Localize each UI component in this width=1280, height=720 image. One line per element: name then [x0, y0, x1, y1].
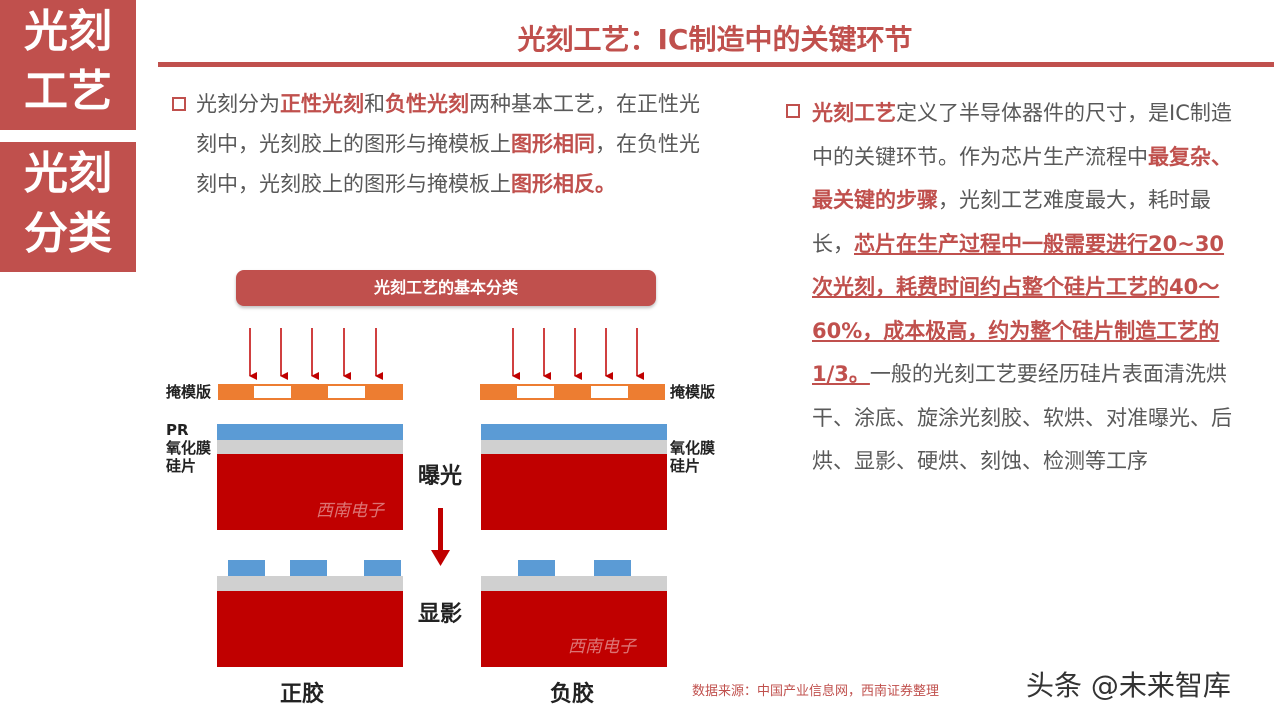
text-run: 一般的光刻工艺要经历硅片表面清洗烘干、涂底、旋涂光刻胶、软烘、对准曝光、后烘、显… [812, 362, 1232, 473]
right-wafer-stack-developed [481, 560, 667, 667]
bullet-square-icon [172, 97, 186, 111]
text-run: 光刻分为 [196, 92, 280, 116]
underlined-emphasis-run: 芯片在生产过程中一般需要进行20~30次光刻，耗费时间约占整个硅片工艺的40～6… [812, 231, 1225, 387]
right-exposure-arrows [512, 328, 644, 380]
lithography-diagram: 光刻工艺的基本分类 掩模版 掩模版 PR 氧化膜 硅片 氧化膜 硅片 曝光 显影… [150, 268, 750, 718]
bullet-square-icon [786, 104, 800, 118]
side-tag-process: 光刻 工艺 [0, 0, 136, 130]
emphasis-run: 图形相反。 [511, 172, 616, 196]
watermark-text: 西南电子 [316, 501, 384, 521]
mask-label-left: 掩模版 [166, 383, 212, 401]
left-wafer-stack-developed [217, 560, 403, 667]
emphasis-run: 光刻工艺 [812, 101, 896, 125]
emphasis-run: 正性光刻 [280, 92, 364, 116]
diagram-header: 光刻工艺的基本分类 [236, 270, 656, 306]
diagram-graphics [217, 328, 667, 667]
text-run: 和 [364, 92, 385, 116]
wafer-label-left: 硅片 [166, 457, 197, 475]
text-run: ，光刻工艺难度最大，耗时最长， [812, 188, 1211, 256]
exposure-label: 曝光 [418, 464, 463, 489]
side-tag-line: 分类 [24, 208, 112, 259]
right-wafer-stack-exposure [481, 424, 667, 530]
develop-label: 显影 [418, 602, 463, 627]
process-down-arrow [431, 508, 450, 566]
text-run: ，在负性光刻中，光刻胶上的图形与掩模板上 [196, 132, 700, 196]
emphasis-run: 负性光刻 [385, 92, 469, 116]
data-source-note: 数据来源：中国产业信息网，西南证券整理 [692, 684, 940, 699]
left-exposure-arrows [249, 328, 383, 380]
right-mask [480, 384, 665, 400]
emphasis-run: 图形相同 [511, 132, 595, 156]
brand-watermark: 头条 @未来智库 [1026, 669, 1231, 702]
text-run: 定义了半导体器件的尺寸，是IC制造中的关键环节。作为芯片生产流程中 [812, 101, 1232, 169]
right-bullet-paragraph: 光刻工艺定义了半导体器件的尺寸，是IC制造中的关键环节。作为芯片生产流程中最复杂… [812, 92, 1240, 484]
emphasis-run: 最复杂、最关键的步骤 [812, 144, 1232, 213]
left-wafer-stack-exposure [217, 424, 403, 530]
positive-resist-label: 正胶 [280, 682, 325, 707]
oxide-label-left: 氧化膜 [166, 439, 212, 457]
mask-label-right: 掩模版 [670, 383, 716, 401]
watermark-text: 西南电子 [568, 637, 636, 657]
page-title: 光刻工艺：IC制造中的关键环节 [517, 23, 913, 56]
side-tag-line: 光刻 [24, 148, 112, 199]
side-tag-classification: 光刻 分类 [0, 142, 136, 272]
side-tag-line: 工艺 [24, 66, 112, 117]
left-mask [218, 384, 403, 400]
left-bullet-paragraph: 光刻分为正性光刻和负性光刻两种基本工艺，在正性光刻中，光刻胶上的图形与掩模板上图… [196, 84, 716, 204]
pr-label: PR [166, 421, 189, 439]
side-tag-line: 光刻 [24, 6, 112, 57]
text-run: 两种基本工艺，在正性光刻中，光刻胶上的图形与掩模板上 [196, 92, 700, 156]
negative-resist-label: 负胶 [550, 682, 595, 707]
oxide-label-right: 氧化膜 [670, 439, 716, 457]
title-underline [158, 62, 1274, 67]
wafer-label-right: 硅片 [670, 457, 701, 475]
